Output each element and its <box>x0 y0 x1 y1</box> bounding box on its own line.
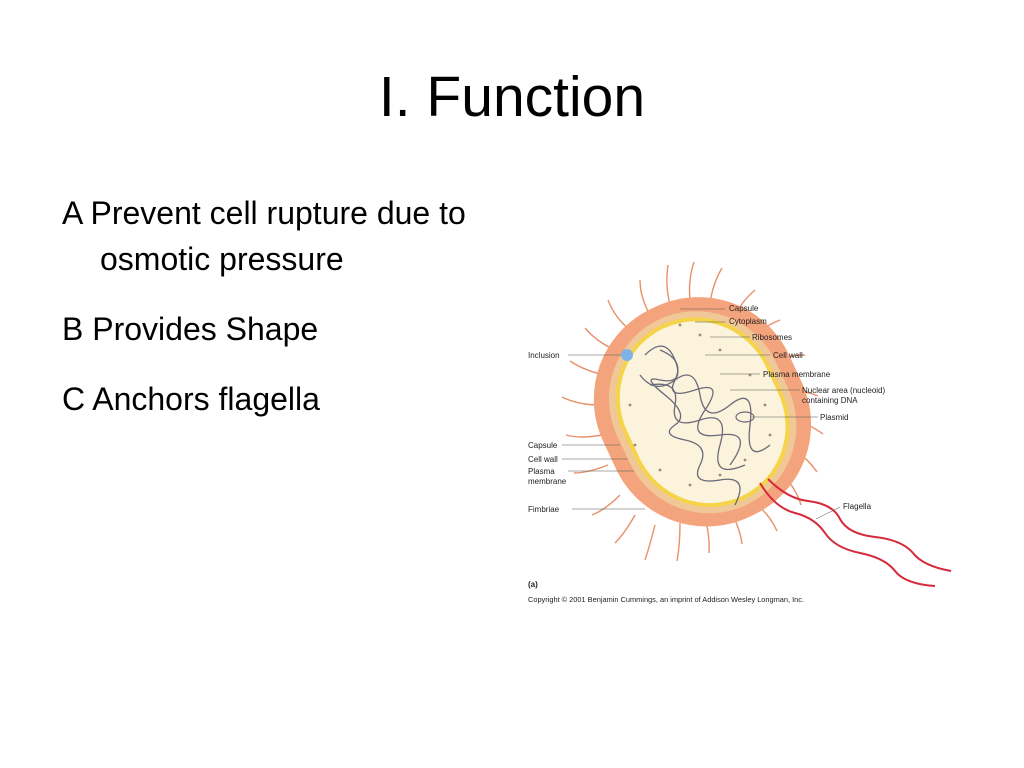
label-plasma-membrane: Plasma membrane <box>763 370 831 379</box>
bullet-letter: B <box>62 311 84 347</box>
copyright-text: Copyright © 2001 Benjamin Cummings, an i… <box>528 595 804 604</box>
label-nucleoid: Nuclear area (nucleoid) <box>802 386 885 395</box>
leader-lines <box>562 308 841 520</box>
label-membrane-left: membrane <box>528 477 567 486</box>
label-capsule: Capsule <box>729 304 759 313</box>
label-capsule-left: Capsule <box>528 441 558 450</box>
diagram-labels: Capsule Cytoplasm Ribosomes Cell wall Pl… <box>528 304 885 604</box>
bullet-text: Anchors flagella <box>92 381 320 417</box>
bullet-text: Provides Shape <box>92 311 319 347</box>
ribosomes <box>628 323 772 487</box>
bullet-item-b: B Provides Shape <box>62 306 482 352</box>
flagellum <box>759 478 952 587</box>
label-plasma-left: Plasma <box>528 467 555 476</box>
label-inclusion: Inclusion <box>528 351 560 360</box>
inclusion <box>621 349 633 361</box>
bacterial-cell-diagram: Capsule Cytoplasm Ribosomes Cell wall Pl… <box>528 261 952 604</box>
bullet-letter: C <box>62 381 86 417</box>
label-cell-wall-left: Cell wall <box>528 455 558 464</box>
panel-label: (a) <box>528 580 538 589</box>
label-nucleoid-dna: containing DNA <box>802 396 858 405</box>
slide-title: I. Function <box>378 65 646 129</box>
nucleoid-dna <box>639 345 771 506</box>
bullet-item-a: A Prevent cell rupture due to osmotic pr… <box>62 190 482 282</box>
bullet-list: A Prevent cell rupture due to osmotic pr… <box>62 190 482 446</box>
label-fimbriae: Fimbriae <box>528 505 560 514</box>
label-flagella: Flagella <box>843 502 872 511</box>
label-cytoplasm: Cytoplasm <box>729 317 767 326</box>
bullet-letter: A <box>62 195 82 231</box>
label-plasmid: Plasmid <box>820 413 848 422</box>
label-cell-wall: Cell wall <box>773 351 803 360</box>
bullet-item-c: C Anchors flagella <box>62 376 482 422</box>
bullet-text: Prevent cell rupture due to osmotic pres… <box>90 195 466 277</box>
label-ribosomes: Ribosomes <box>752 333 792 342</box>
